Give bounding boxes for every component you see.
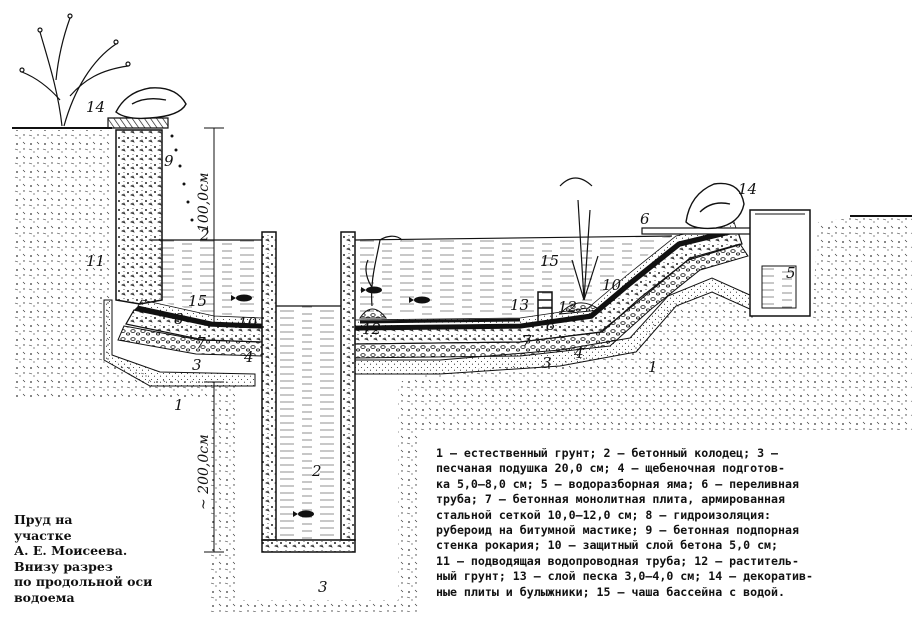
fish-icons bbox=[231, 286, 430, 518]
caption-line: по продольной оси bbox=[14, 574, 153, 589]
legend-line: стенка рокария; 10 — защитный слой бетон… bbox=[436, 538, 779, 553]
legend-line: труба; 7 — бетонная монолитная плита, ар… bbox=[436, 492, 786, 507]
ground-surface bbox=[12, 127, 912, 217]
label-1a: 1 bbox=[174, 396, 184, 414]
callout-labels: 1 1 2 2 3 3 3 4 4 5 6 7 7 8 8 9 10 10 11… bbox=[86, 98, 796, 596]
overflow-pipe bbox=[641, 227, 761, 235]
label-12a: 12 bbox=[362, 320, 381, 338]
label-15b: 15 bbox=[540, 252, 559, 270]
label-7b: 7 bbox=[522, 332, 532, 350]
caption-line: Пруд на bbox=[14, 512, 73, 527]
label-9: 9 bbox=[164, 152, 174, 170]
label-6: 6 bbox=[640, 210, 650, 228]
legend: 1 — естественный грунт; 2 — бетонный кол… bbox=[436, 446, 912, 600]
label-3a: 3 bbox=[192, 356, 202, 374]
plant-soil-left bbox=[359, 308, 388, 319]
supply-pipe bbox=[359, 318, 521, 324]
label-1b: 1 bbox=[648, 358, 658, 376]
dimension-upper: 100,0см bbox=[196, 172, 212, 232]
dimension-lower: ~ 200,0см bbox=[196, 434, 212, 510]
label-12b: 12 bbox=[558, 298, 577, 316]
rockery-retaining-wall bbox=[115, 129, 163, 305]
label-3b: 3 bbox=[542, 354, 552, 372]
legend-line: ный грунт; 13 — слой песка 3,0—4,0 см; 1… bbox=[436, 569, 813, 584]
legend-line: песчаная подушка 20,0 см; 4 — щебеночная… bbox=[436, 461, 786, 476]
label-11: 11 bbox=[86, 252, 105, 270]
label-5: 5 bbox=[786, 264, 796, 282]
boulders-right bbox=[685, 182, 745, 230]
drain-pit bbox=[749, 209, 811, 317]
label-4a: 4 bbox=[243, 348, 254, 366]
plant-soil-right bbox=[558, 302, 602, 315]
label-14a: 14 bbox=[86, 98, 105, 116]
legend-line: ка 5,0—8,0 см; 5 — водоразборная яма; 6 … bbox=[436, 476, 799, 491]
label-8b: 8 bbox=[546, 316, 556, 334]
label-13: 13 bbox=[510, 296, 529, 314]
label-10a: 10 bbox=[238, 314, 258, 332]
caption-line: Внизу разрез bbox=[14, 558, 113, 574]
caption-line: участке bbox=[14, 527, 72, 543]
label-10b: 10 bbox=[602, 276, 622, 294]
label-2a: 2 bbox=[199, 226, 210, 244]
caption-line: А. Е. Моисеева. bbox=[14, 543, 128, 558]
concrete-well bbox=[261, 231, 356, 553]
shrub-icon bbox=[19, 13, 131, 127]
label-14b: 14 bbox=[738, 180, 757, 198]
pond-water-right bbox=[355, 236, 672, 318]
label-2b: 2 bbox=[311, 462, 322, 480]
boulders-left bbox=[115, 87, 187, 120]
label-7a: 7 bbox=[196, 334, 206, 352]
label-3c: 3 bbox=[318, 578, 328, 596]
sand-cushion bbox=[103, 299, 256, 387]
legend-line: ные плиты и булыжники; 15 — чаша бассейн… bbox=[436, 584, 786, 599]
legend-line: рубероид на битумной мастике; 9 — бетонн… bbox=[436, 523, 799, 538]
waterproofing-right bbox=[355, 228, 738, 330]
water-surface-right bbox=[354, 235, 673, 241]
legend-line: 11 — подводящая водопроводная труба; 12 … bbox=[436, 553, 799, 568]
stand-pipe bbox=[537, 291, 553, 323]
waterfall-drops bbox=[170, 134, 194, 222]
label-15a: 15 bbox=[188, 292, 207, 310]
legend-line: 1 — естественный грунт; 2 — бетонный кол… bbox=[436, 446, 779, 460]
legend-line: стальной сеткой 10,0—12,0 см; 8 — гидрои… bbox=[436, 507, 772, 522]
label-8a: 8 bbox=[174, 310, 184, 328]
label-4b: 4 bbox=[573, 344, 584, 362]
rockery-slab bbox=[107, 117, 169, 129]
caption-line: водоема bbox=[14, 589, 75, 605]
dimension-lines bbox=[204, 127, 224, 553]
figure-caption: Пруд на участке А. Е. Моисеева. Внизу ра… bbox=[14, 512, 244, 605]
